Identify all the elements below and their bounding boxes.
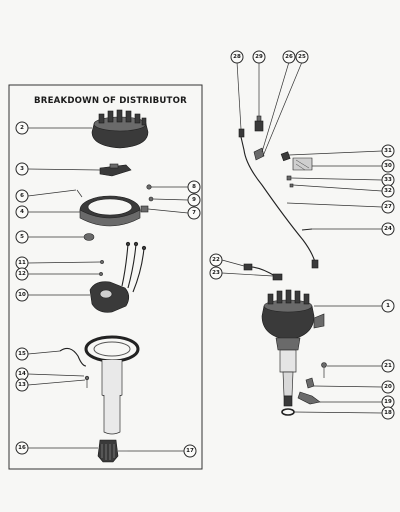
clip-6-part <box>76 189 83 198</box>
svg-text:29: 29 <box>255 54 263 60</box>
washer-9-part <box>148 196 154 202</box>
callout-12: 12 <box>15 267 29 281</box>
callout-15: 15 <box>15 347 29 361</box>
svg-text:28: 28 <box>233 54 241 60</box>
callout-6: 6 <box>15 189 29 203</box>
callout-16: 16 <box>15 441 29 455</box>
svg-text:21: 21 <box>384 363 392 369</box>
callout-2: 2 <box>15 121 29 135</box>
svg-text:22: 22 <box>212 257 220 263</box>
screw-11-part <box>100 260 104 264</box>
svg-text:20: 20 <box>384 384 392 390</box>
callout-23: 23 <box>209 266 223 280</box>
distributor-cap-part <box>91 109 149 149</box>
svg-text:17: 17 <box>186 448 194 454</box>
callout-30: 30 <box>381 159 395 173</box>
svg-text:16: 16 <box>18 445 26 451</box>
callout-13: 13 <box>15 378 29 392</box>
svg-text:12: 12 <box>18 271 26 277</box>
svg-text:23: 23 <box>212 270 220 276</box>
callout-8: 8 <box>187 180 201 194</box>
svg-text:19: 19 <box>384 399 392 405</box>
washer-12-part <box>99 272 103 276</box>
svg-text:6: 6 <box>20 193 24 199</box>
pickup-coil-part <box>89 241 147 313</box>
callout-26: 26 <box>282 50 296 64</box>
svg-text:9: 9 <box>192 197 196 203</box>
callout-4: 4 <box>15 205 29 219</box>
felt-5-part <box>83 233 95 241</box>
callout-3: 3 <box>15 162 29 176</box>
svg-text:24: 24 <box>384 226 392 232</box>
callout-19: 19 <box>381 395 395 409</box>
leader-lines <box>27 61 383 452</box>
assembled-distributor-part <box>261 289 325 407</box>
svg-text:26: 26 <box>285 54 293 60</box>
svg-text:3: 3 <box>20 166 24 172</box>
svg-text:4: 4 <box>20 209 24 215</box>
callout-20: 20 <box>381 380 395 394</box>
svg-text:30: 30 <box>384 163 392 169</box>
callout-28: 28 <box>230 50 244 64</box>
breakdown-title: BREAKDOWN OF DISTRIBUTOR <box>34 96 187 106</box>
svg-text:18: 18 <box>384 410 392 416</box>
callout-18: 18 <box>381 406 395 420</box>
callout-31: 31 <box>381 144 395 158</box>
svg-text:10: 10 <box>18 292 26 298</box>
svg-text:8: 8 <box>192 184 196 190</box>
screw-21-part <box>321 362 327 378</box>
svg-text:25: 25 <box>298 54 306 60</box>
callout-24: 24 <box>381 222 395 236</box>
rotor-part <box>99 163 132 177</box>
drive-gear-part <box>97 439 119 463</box>
callout-5: 5 <box>15 230 29 244</box>
svg-text:5: 5 <box>20 234 24 240</box>
screw-8-part <box>146 184 152 190</box>
plug-29-part <box>254 115 264 132</box>
callout-22: 22 <box>209 253 223 267</box>
clamp-19-part <box>297 391 321 405</box>
clamp-20-part <box>305 377 315 389</box>
callout-9: 9 <box>187 193 201 207</box>
terminal-24-part <box>301 228 313 231</box>
bracket-7-part <box>140 205 149 213</box>
svg-text:2: 2 <box>20 125 24 131</box>
condenser-bracket-part <box>280 151 313 188</box>
svg-text:14: 14 <box>18 371 26 377</box>
callout-17: 17 <box>183 444 197 458</box>
svg-text:31: 31 <box>384 148 392 154</box>
terminal-25-26-part <box>253 147 265 161</box>
svg-text:7: 7 <box>192 210 196 216</box>
callout-14: 14 <box>15 367 29 381</box>
svg-text:1: 1 <box>386 303 390 309</box>
callout-21: 21 <box>381 359 395 373</box>
callout-27: 27 <box>381 200 395 214</box>
svg-text:27: 27 <box>384 204 392 210</box>
svg-text:32: 32 <box>384 188 392 194</box>
callout-29: 29 <box>252 50 266 64</box>
svg-text:11: 11 <box>18 260 26 266</box>
callout-32: 32 <box>381 184 395 198</box>
breaker-plate-part <box>79 195 141 227</box>
breakdown-frame <box>8 84 203 470</box>
callout-33: 33 <box>381 173 395 187</box>
oring-18-part <box>281 408 295 416</box>
callout-7: 7 <box>187 206 201 220</box>
callout-1: 1 <box>381 299 395 313</box>
primary-lead-part <box>238 128 319 269</box>
advance-assembly-part <box>59 335 140 435</box>
callout-10: 10 <box>15 288 29 302</box>
svg-text:13: 13 <box>18 382 26 388</box>
svg-text:15: 15 <box>18 351 26 357</box>
svg-text:33: 33 <box>384 177 392 183</box>
callout-11: 11 <box>15 256 29 270</box>
callout-25: 25 <box>295 50 309 64</box>
coil-lead-part <box>243 263 283 281</box>
